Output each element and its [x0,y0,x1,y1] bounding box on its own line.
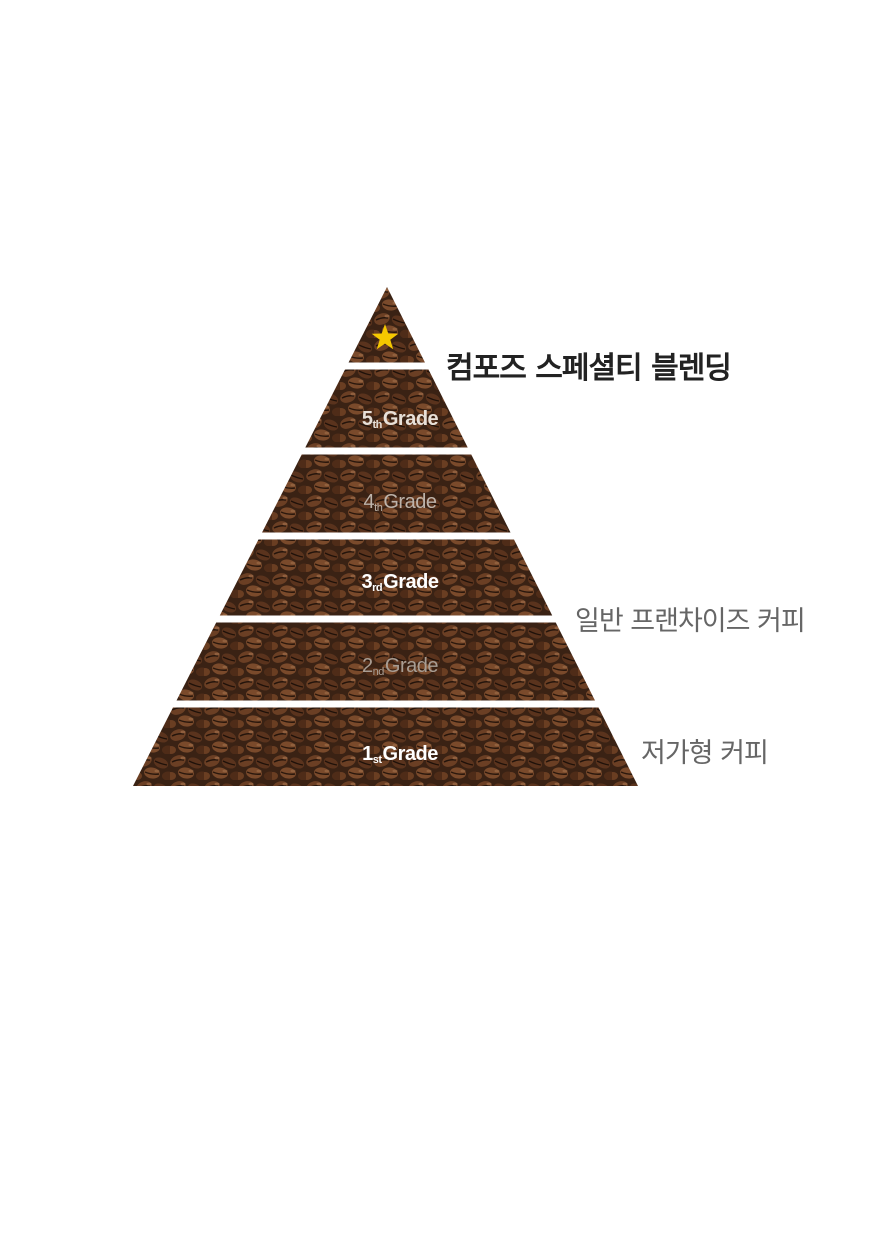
grade-4-label: 4thGrade [364,491,437,514]
grade-1-tier [133,707,638,786]
grade-suffix: rd [372,582,383,594]
grade-number: 3 [361,571,373,593]
grade-word: Grade [382,408,439,430]
star-tier [348,287,425,363]
grade-number: 4 [363,491,375,513]
grade-number: 2 [362,655,373,677]
franchise-coffee-label: 일반 프랜차이즈 커피 [575,606,806,637]
grade-suffix: th [374,502,383,514]
specialty-blend-label: 컴포즈 스페셜티 블렌딩 [446,351,732,386]
grade-word: Grade [384,655,439,677]
grade-5-tier [305,369,468,448]
grade-2-tier [176,622,595,701]
grade-3-tier [219,539,553,616]
grade-word: Grade [382,743,439,765]
grade-word: Grade [383,571,439,593]
grade-5-label: 5thGrade [361,408,439,431]
grade-4-tier [262,454,511,533]
grade-2-label: 2ndGrade [362,655,438,678]
grade-word: Grade [383,491,437,513]
grade-1-label: 1stGrade [362,743,438,766]
budget-coffee-label: 저가형 커피 [641,738,769,769]
grade-suffix: nd [372,666,385,678]
grade-number: 1 [362,743,373,765]
grade-suffix: th [372,419,382,431]
star-icon [371,324,399,350]
grade-3-label: 3rdGrade [362,571,439,594]
grade-number: 5 [361,408,373,430]
grade-suffix: st [372,754,382,766]
